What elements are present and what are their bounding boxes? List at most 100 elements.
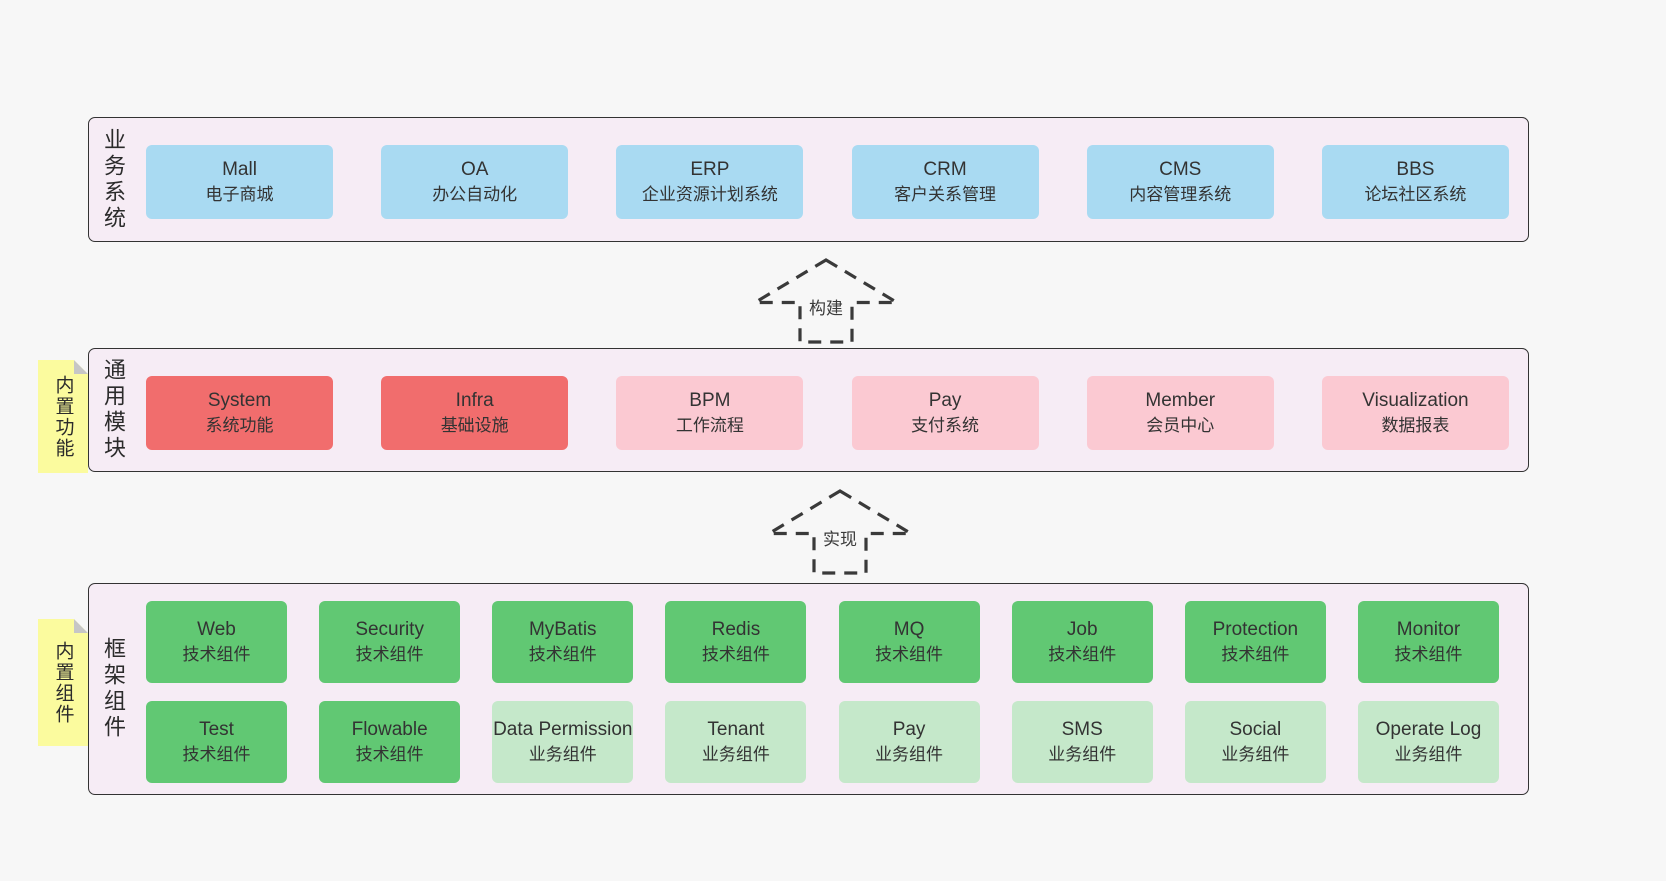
module-box-erp: ERP 企业资源计划系统 bbox=[616, 145, 804, 219]
module-box-tenant: Tenant 业务组件 bbox=[665, 701, 807, 783]
module-box-subtitle: 业务组件 bbox=[1394, 745, 1463, 765]
module-box-subtitle: 系统功能 bbox=[205, 416, 274, 436]
module-box-bpm: BPM 工作流程 bbox=[616, 376, 804, 450]
module-box-title: Web bbox=[197, 619, 236, 641]
panel-side-label: 通用模块 bbox=[101, 358, 126, 462]
arrow-label: 构建 bbox=[806, 294, 846, 319]
module-box-subtitle: 技术组件 bbox=[182, 645, 251, 665]
module-box-pay: Pay 业务组件 bbox=[838, 701, 980, 783]
sticky-note-built-in-features: 内置功能 bbox=[38, 360, 88, 473]
module-box-title: Mall bbox=[222, 159, 257, 181]
module-box-subtitle: 技术组件 bbox=[355, 745, 424, 765]
module-box-subtitle: 客户关系管理 bbox=[894, 185, 997, 205]
module-box-title: SMS bbox=[1061, 719, 1103, 741]
module-box-security: Security 技术组件 bbox=[319, 601, 461, 683]
module-box-oa: OA 办公自动化 bbox=[381, 145, 569, 219]
module-box-subtitle: 技术组件 bbox=[528, 645, 597, 665]
module-box-title: Pay bbox=[892, 719, 926, 741]
module-box-sms: SMS 业务组件 bbox=[1011, 701, 1153, 783]
module-box-title: MQ bbox=[893, 619, 925, 641]
folded-corner-icon bbox=[74, 360, 88, 374]
note-label: 内置组件 bbox=[52, 640, 74, 725]
module-box-title: Pay bbox=[928, 390, 962, 412]
sticky-note-built-in-components: 内置组件 bbox=[38, 619, 88, 746]
module-box-subtitle: 工作流程 bbox=[675, 416, 744, 436]
module-box-title: Security bbox=[355, 619, 424, 641]
module-box-subtitle: 企业资源计划系统 bbox=[641, 185, 778, 205]
arrow-up-implement: 实现 bbox=[765, 486, 915, 578]
module-box-title: System bbox=[207, 390, 272, 412]
folded-corner-icon bbox=[74, 619, 88, 633]
module-box-subtitle: 技术组件 bbox=[182, 745, 251, 765]
module-box-title: Member bbox=[1145, 390, 1216, 412]
module-box-title: CMS bbox=[1159, 159, 1202, 181]
module-box-title: MyBatis bbox=[528, 619, 597, 641]
module-box-subtitle: 业务组件 bbox=[528, 745, 597, 765]
arrow-up-build: 构建 bbox=[751, 255, 901, 347]
module-box-title: Social bbox=[1229, 719, 1282, 741]
panel-business-systems: 业务系统 Mall 电子商城 OA 办公自动化 ERP 企业资源计划系统 CRM 客户关系管理… bbox=[88, 117, 1529, 242]
module-box-title: Protection bbox=[1212, 619, 1299, 641]
module-box-subtitle: 业务组件 bbox=[1048, 745, 1117, 765]
module-box-data-permission: Data Permission 业务组件 bbox=[492, 701, 634, 783]
module-box-title: Job bbox=[1066, 619, 1098, 641]
dashed-up-arrow-icon bbox=[751, 258, 901, 344]
module-box-web: Web 技术组件 bbox=[146, 601, 287, 683]
module-box-subtitle: 业务组件 bbox=[701, 745, 770, 765]
module-box-title: Monitor bbox=[1396, 619, 1461, 641]
module-box-mall: Mall 电子商城 bbox=[146, 145, 333, 219]
module-box-crm: CRM 客户关系管理 bbox=[851, 145, 1039, 219]
module-box-job: Job 技术组件 bbox=[1011, 601, 1153, 683]
module-box-subtitle: 技术组件 bbox=[355, 645, 424, 665]
module-box-cms: CMS 内容管理系统 bbox=[1086, 145, 1274, 219]
module-box-subtitle: 技术组件 bbox=[701, 645, 770, 665]
module-box-title: BBS bbox=[1396, 159, 1435, 181]
module-box-mq: MQ 技术组件 bbox=[838, 601, 980, 683]
module-box-monitor: Monitor 技术组件 bbox=[1357, 601, 1499, 683]
module-box-subtitle: 会员中心 bbox=[1146, 416, 1215, 436]
module-box-title: Infra bbox=[455, 390, 494, 412]
module-box-title: Flowable bbox=[351, 719, 428, 741]
module-box-subtitle: 支付系统 bbox=[911, 416, 980, 436]
panel-box-rows: Mall 电子商城 OA 办公自动化 ERP 企业资源计划系统 CRM 客户关系管理 CMS 内容… bbox=[89, 118, 1528, 241]
module-box-subtitle: 技术组件 bbox=[1048, 645, 1117, 665]
module-box-title: Data Permission bbox=[493, 719, 633, 741]
module-box-title: OA bbox=[460, 159, 489, 181]
module-box-subtitle: 技术组件 bbox=[1394, 645, 1463, 665]
module-box-title: CRM bbox=[923, 159, 967, 181]
module-box-subtitle: 技术组件 bbox=[875, 645, 944, 665]
module-box-test: Test 技术组件 bbox=[146, 701, 287, 783]
module-box-title: Test bbox=[199, 719, 234, 741]
panel-side-label: 业务系统 bbox=[101, 127, 126, 232]
arrow-label: 实现 bbox=[820, 525, 860, 550]
module-box-social: Social 业务组件 bbox=[1184, 701, 1326, 783]
module-box-subtitle: 电子商城 bbox=[205, 185, 274, 205]
module-box-subtitle: 论坛社区系统 bbox=[1364, 185, 1467, 205]
module-box-subtitle: 业务组件 bbox=[1221, 745, 1290, 765]
panel-side-label: 框架组件 bbox=[101, 637, 126, 741]
module-box-subtitle: 业务组件 bbox=[875, 745, 944, 765]
note-label: 内置功能 bbox=[52, 374, 74, 459]
module-box-pay: Pay 支付系统 bbox=[851, 376, 1039, 450]
module-box-title: ERP bbox=[690, 159, 730, 181]
module-box-subtitle: 内容管理系统 bbox=[1129, 185, 1232, 205]
module-box-subtitle: 技术组件 bbox=[1221, 645, 1290, 665]
module-box-title: Tenant bbox=[707, 719, 765, 741]
module-box-bbs: BBS 论坛社区系统 bbox=[1321, 145, 1509, 219]
module-box-system: System 系统功能 bbox=[146, 376, 333, 450]
module-box-title: BPM bbox=[689, 390, 731, 412]
dashed-up-arrow-icon bbox=[765, 489, 915, 575]
module-box-mybatis: MyBatis 技术组件 bbox=[492, 601, 634, 683]
module-box-row: Mall 电子商城 OA 办公自动化 ERP 企业资源计划系统 CRM 客户关系管理 CMS 内容… bbox=[146, 145, 1509, 219]
module-box-subtitle: 办公自动化 bbox=[432, 185, 518, 205]
module-box-flowable: Flowable 技术组件 bbox=[319, 701, 461, 783]
